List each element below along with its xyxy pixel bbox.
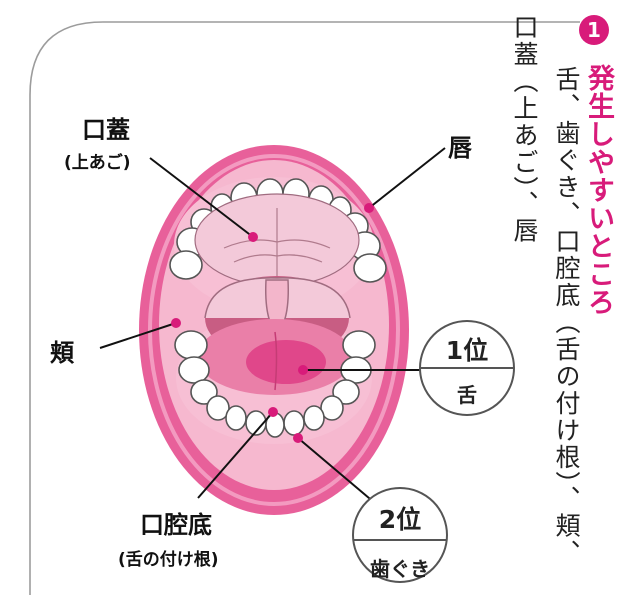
rank-badge-2: [352, 487, 448, 583]
label-palate: 口蓋: [82, 116, 130, 144]
lower-teeth: [174, 330, 376, 438]
palate-ridges: [223, 208, 331, 280]
step-number-circle: [579, 15, 609, 45]
sidebar-body-line2: 口蓋（上あご）、唇: [510, 14, 539, 245]
site-markers: [171, 203, 374, 443]
rank-1-site: 舌: [457, 383, 477, 407]
rank-1-number: 1位: [445, 336, 489, 365]
rank-badge-1: [419, 320, 515, 416]
tongue-midline: [274, 331, 278, 391]
label-floor: 口腔底: [140, 511, 212, 539]
label-cheek: 頬: [50, 339, 74, 367]
sidebar-heading: 発生しやすいところ: [583, 64, 614, 316]
label-lip: 唇: [448, 134, 472, 162]
tongue-center: [246, 340, 326, 384]
label-floor-sub: (舌の付け根): [118, 550, 219, 570]
rank-2-number: 2位: [378, 505, 422, 534]
sidebar-body-line1: 舌、歯ぐき、口腔底（舌の付け根）、頬、: [552, 66, 581, 567]
step-number: 1: [587, 18, 601, 42]
lips-highlight: [148, 154, 400, 506]
rank-2-site: 歯ぐき: [370, 557, 430, 581]
label-palate-sub: (上あご): [64, 153, 131, 173]
leader-lines: [99, 147, 446, 521]
panel-frame: [29, 21, 580, 595]
